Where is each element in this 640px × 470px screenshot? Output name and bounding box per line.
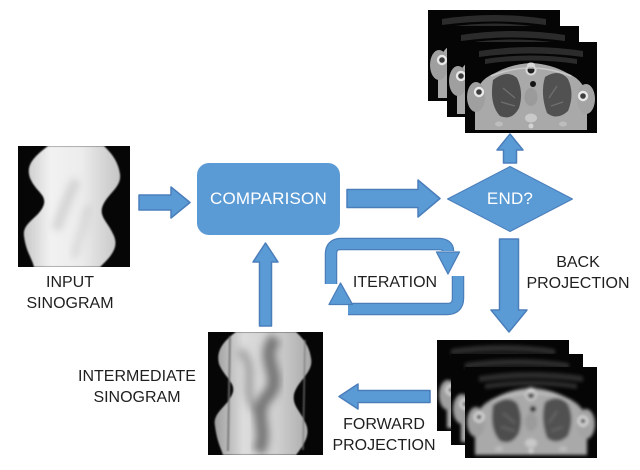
intermediate-ct-stack [437,340,597,458]
end-label: END? [486,189,534,208]
ct-slice-image [465,42,597,133]
reconstructed-ct-stack [428,10,597,133]
input-sinogram-label: INPUT SINOGRAM [26,274,114,312]
arrow-comparison-to-end [346,179,441,218]
forward-projection-label: FORWARD PROJECTION [332,416,436,454]
iteration-loop-icon: ITERATION [322,236,468,324]
input-sinogram-image [18,146,130,267]
arrow-end-to-output [496,133,524,164]
arrow-forward-projection [338,383,431,410]
intermediate-sinogram-label: INTERMEDIATE SINOGRAM [78,368,196,406]
comparison-label: COMPARISON [210,189,327,208]
iteration-label: ITERATION [352,274,438,291]
comparison-node: COMPARISON [197,163,340,235]
arrow-sinogram-to-comparison [252,242,279,327]
end-decision-node: END? [447,166,573,232]
back-projection-label: BACK PROJECTION [526,254,630,292]
arrow-back-projection [490,238,528,333]
arrow-input-to-comparison [138,186,191,219]
intermediate-sinogram-image [208,332,323,455]
ct-slice-image-blurred [465,367,597,458]
